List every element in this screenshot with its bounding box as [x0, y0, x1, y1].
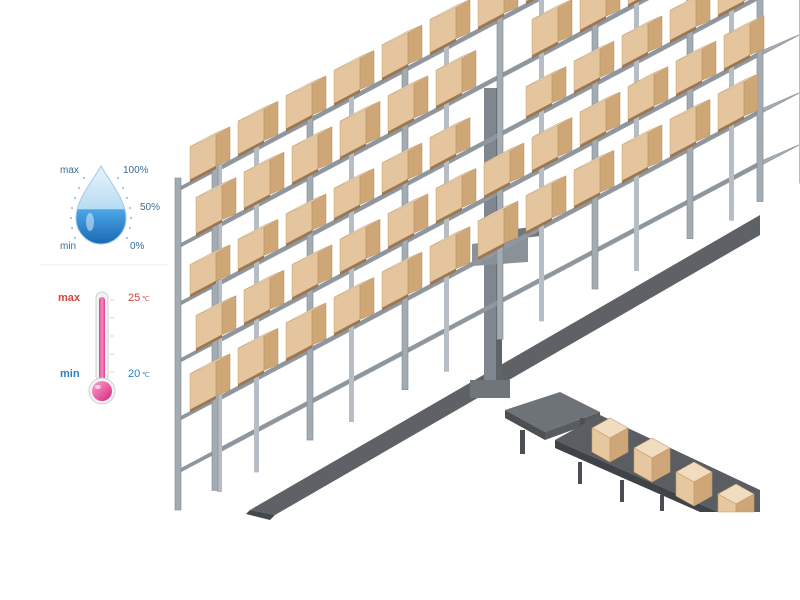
thermometer-icon: [88, 291, 116, 405]
floor-rail: [246, 215, 760, 520]
humidity-gauge: max 100% 50% min 0%: [60, 164, 160, 252]
pallet-box: [381, 24, 423, 81]
temperature-max-label: max: [58, 292, 81, 304]
pallet-box: [669, 99, 711, 159]
rack-shelf: [177, 0, 542, 192]
pallet-box: [243, 269, 285, 327]
pallet-box: [435, 168, 477, 225]
pallet-box: [339, 218, 381, 276]
pallet-box: [525, 175, 567, 235]
pallet-box: [477, 200, 519, 260]
pallet-box: [483, 142, 525, 199]
pallet-box: [621, 15, 663, 69]
rack-upright: [634, 0, 639, 271]
pallet-box: [435, 50, 477, 110]
pallet-box: [189, 353, 231, 413]
pallet-box: [531, 0, 573, 59]
temperature-max-unit: ℃: [142, 296, 150, 303]
pallet-box: [291, 126, 333, 186]
pallet-box: [717, 0, 748, 18]
temperature-min-value: 20: [128, 368, 140, 380]
pallet-box: [573, 149, 615, 210]
pallet-box: [429, 0, 471, 56]
pallet-box: [291, 244, 333, 301]
pallet-box: [621, 124, 663, 184]
pallet-box: [237, 101, 279, 158]
pallet-box: [387, 75, 429, 135]
pallet-box: [387, 193, 429, 250]
pallet-box: [333, 50, 375, 107]
humidity-max-label: max: [60, 165, 79, 176]
conveyor-box: [591, 417, 629, 463]
pallet-box: [189, 126, 231, 183]
humidity-low-percent: 0%: [130, 241, 145, 252]
temperature-min-unit: ℃: [142, 372, 150, 379]
temperature-min-label: min: [60, 368, 80, 380]
pallet-box: [285, 75, 327, 132]
conveyor-box: [675, 461, 713, 507]
pallet-box: [429, 117, 471, 171]
humidity-top-percent: 100%: [123, 165, 149, 176]
pallet-box: [525, 0, 535, 5]
pallet-box: [429, 226, 471, 286]
pallet-box: [579, 0, 621, 33]
pallet-box: [381, 251, 423, 311]
pallet-box: [573, 40, 615, 95]
water-drop-icon: [75, 164, 127, 245]
pallet-box: [717, 73, 759, 133]
pallet-box: [627, 0, 643, 8]
storage-rack: [174, 0, 800, 511]
pallet-box: [333, 168, 375, 222]
pallet-box: [477, 0, 519, 30]
pallet-box: [285, 302, 327, 362]
temperature-gauge: max 25 ℃ min 20 ℃: [58, 291, 150, 405]
conveyor-box: [717, 483, 755, 513]
pallet-box: [675, 40, 717, 98]
pallet-box: [627, 66, 669, 123]
conveyor-box: [633, 437, 671, 483]
pallet-box: [243, 151, 285, 212]
humidity-mid-percent: 50%: [140, 202, 160, 213]
pallet-box: [339, 100, 381, 161]
pallet-box: [333, 277, 375, 337]
pallet-box: [285, 193, 327, 247]
pallet-box: [237, 328, 279, 388]
rack-upright: [174, 177, 182, 511]
pallet-box: [195, 295, 237, 352]
temperature-max-value: 25: [128, 292, 140, 304]
pallet-box: [525, 66, 567, 120]
pallet-box: [237, 219, 279, 273]
humidity-min-label: min: [60, 241, 76, 252]
pallet-box: [195, 177, 237, 237]
rack-upright: [591, 0, 599, 290]
pallet-box: [669, 0, 711, 44]
pallet-box: [531, 117, 573, 174]
pallet-box: [189, 244, 231, 298]
pallet-box: [723, 15, 765, 72]
conveyor-boxes: [591, 417, 755, 513]
pallet-box: [579, 91, 621, 148]
pallet-box: [381, 142, 423, 196]
